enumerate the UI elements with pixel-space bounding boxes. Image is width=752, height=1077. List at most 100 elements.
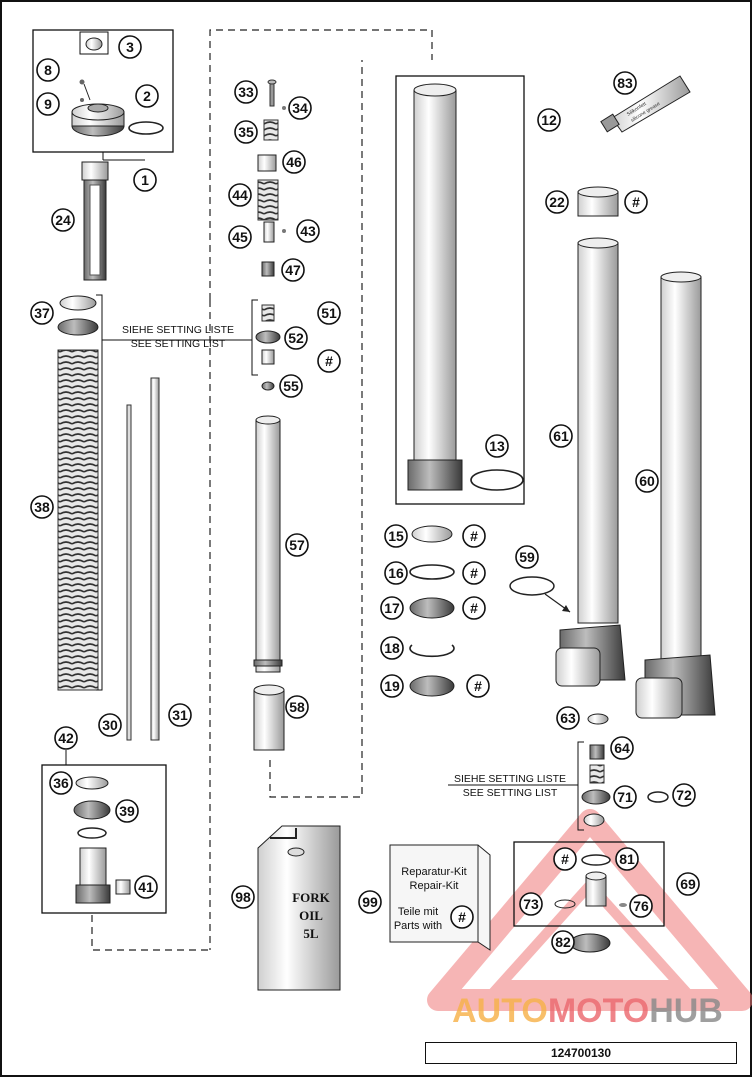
callout-circle	[380, 596, 404, 620]
callout-circle	[168, 703, 192, 727]
callout-circle	[613, 785, 637, 809]
callout-55: 55	[279, 374, 303, 398]
callout-circle	[30, 301, 54, 325]
hash-circle	[553, 847, 577, 871]
repair-kit-box: Reparatur-Kit Repair-Kit Teile mit Parts…	[389, 844, 491, 951]
callout-label: 45	[232, 229, 248, 245]
watermark-hub: HUB	[649, 991, 723, 1030]
callout-36: 36	[49, 771, 73, 795]
hash-label: #	[325, 353, 333, 369]
callout-circle	[676, 872, 700, 896]
callout-circle	[234, 80, 258, 104]
hash-circle	[317, 349, 341, 373]
base-valve	[73, 776, 131, 904]
callout-label: 36	[53, 775, 69, 791]
callout-38: 38	[30, 495, 54, 519]
callout-circle	[51, 208, 75, 232]
callout-label: 83	[617, 75, 633, 91]
fork-oil-line-2: OIL	[299, 908, 323, 923]
callout-circle	[115, 799, 139, 823]
callout-label: 30	[102, 717, 118, 733]
callout-24: 24	[51, 208, 75, 232]
callout-label: 58	[289, 699, 305, 715]
callout-circle	[282, 150, 306, 174]
fork-oil-line-3: 5L	[303, 926, 319, 941]
callout-41: 41	[134, 875, 158, 899]
callout-circle	[358, 890, 382, 914]
callout-label: 8	[44, 62, 52, 78]
callout-label: 34	[292, 100, 308, 116]
callout-44: 44	[228, 183, 252, 207]
callout-98: 98	[231, 885, 255, 909]
callout-label: 63	[560, 710, 576, 726]
callout-label: 33	[238, 84, 254, 100]
callout-label: 43	[300, 223, 316, 239]
callout-label: 60	[639, 473, 655, 489]
callout-label: 47	[285, 262, 301, 278]
callout-label: 98	[235, 889, 251, 905]
callout-circle	[672, 783, 696, 807]
callout-45: 45	[228, 225, 252, 249]
callout-label: 41	[138, 879, 154, 895]
callout-71: 71	[613, 785, 637, 809]
hash-label: #	[458, 909, 466, 925]
callout-circle	[234, 120, 258, 144]
callout-label: 59	[519, 549, 535, 565]
part-24-adjuster	[81, 161, 109, 281]
callout-46: 46	[282, 150, 306, 174]
lower-valve	[581, 713, 669, 827]
callout-15: 15	[384, 524, 408, 548]
part-69-box	[513, 841, 665, 927]
fork-oil-line-1: FORK	[292, 890, 330, 905]
hash-label: #	[474, 678, 482, 694]
callout-label: 69	[680, 876, 696, 892]
callout-37: 37	[30, 301, 54, 325]
callout-label: 22	[549, 194, 565, 210]
callout-circle	[54, 726, 78, 750]
callout-circle	[228, 183, 252, 207]
callout-73: 73	[519, 892, 543, 916]
setting-list-de-right: SIEHE SETTING LISTE	[454, 773, 566, 785]
callout-22: 22	[545, 190, 569, 214]
callout-72: 72	[672, 783, 696, 807]
callout-label: 64	[614, 740, 630, 756]
hash-callout-7: #	[553, 847, 577, 871]
callout-43: 43	[296, 219, 320, 243]
callout-circle	[228, 225, 252, 249]
callout-circle	[36, 58, 60, 82]
callout-label: 52	[288, 330, 304, 346]
hash-callout-3: #	[462, 561, 486, 585]
hash-callout-1: #	[624, 190, 648, 214]
callout-9: 9	[36, 92, 60, 116]
repair-kit-en: Repair-Kit	[410, 880, 459, 892]
callout-label: 76	[633, 898, 649, 914]
hash-circle	[462, 561, 486, 585]
callout-17: 17	[380, 596, 404, 620]
callout-circle	[515, 545, 539, 569]
callout-31: 31	[168, 703, 192, 727]
repair-kit-de: Reparatur-Kit	[401, 866, 466, 878]
callout-label: 39	[119, 803, 135, 819]
hash-label: #	[470, 600, 478, 616]
callout-64: 64	[610, 736, 634, 760]
callout-label: 71	[617, 789, 633, 805]
part-42-box	[41, 764, 167, 914]
callout-label: 31	[172, 707, 188, 723]
callout-label: 35	[238, 124, 254, 140]
callout-13: 13	[485, 434, 509, 458]
callout-52: 52	[284, 326, 308, 350]
callout-circle	[629, 894, 653, 918]
cartridge-tube	[253, 415, 285, 751]
callout-circle	[317, 301, 341, 325]
hash-circle	[462, 596, 486, 620]
callout-circle	[556, 706, 580, 730]
callout-label: 82	[555, 934, 571, 950]
callout-83: 83	[613, 71, 637, 95]
callout-circle	[615, 847, 639, 871]
parts-with-de: Teile mit	[398, 906, 438, 918]
callout-2: 2	[135, 84, 159, 108]
setting-bracket-mid	[251, 299, 258, 376]
hash-circle	[466, 674, 490, 698]
